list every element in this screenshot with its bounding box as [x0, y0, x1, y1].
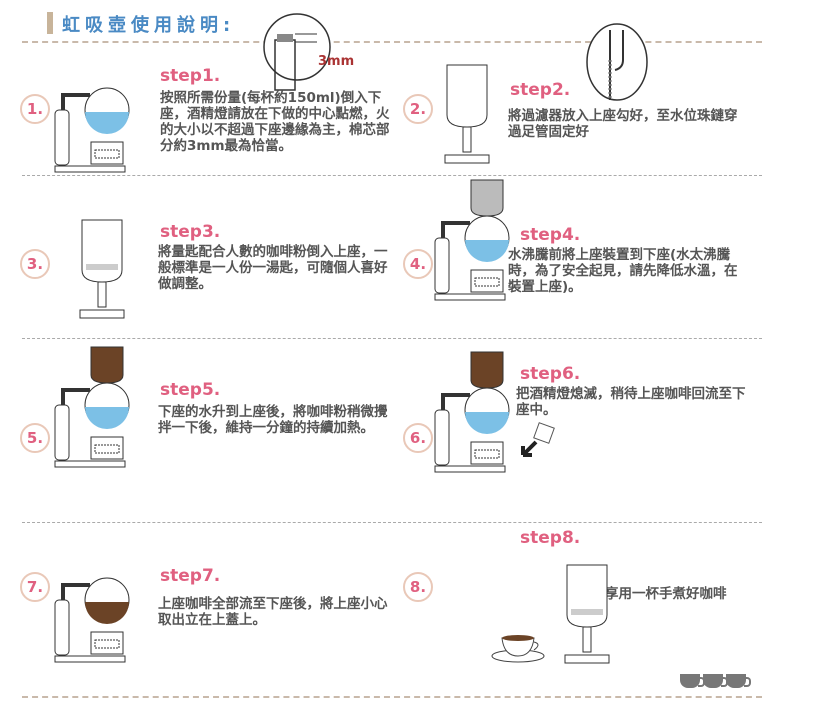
- step-label: step5.: [160, 380, 221, 400]
- siphon-illustration: [444, 64, 490, 164]
- lid-arrow-icon: [521, 422, 555, 457]
- step-instructions: 把酒精燈熄滅，稍待上座咖啡回流至下座中。: [516, 386, 746, 418]
- siphon-illustration: [54, 346, 130, 468]
- divider: [22, 41, 762, 43]
- step-number-badge: 2.: [403, 94, 433, 124]
- step-number-badge: 6.: [403, 423, 433, 453]
- step-number-badge: 4.: [403, 249, 433, 279]
- step-instructions: 下座的水升到上座後，將咖啡粉稍微攪拌一下後，維持一分鐘的持續加熱。: [158, 404, 388, 436]
- siphon-illustration: [564, 564, 610, 664]
- step-instructions: 上座咖啡全部流至下座後，將上座小心取出立在上蓋上。: [158, 596, 388, 628]
- step-label: step6.: [520, 364, 581, 384]
- cup-icon: [680, 674, 705, 688]
- siphon-illustration: [434, 351, 510, 473]
- step-label: step4.: [520, 225, 581, 245]
- step-number-badge: 5.: [20, 423, 50, 453]
- divider: [22, 338, 762, 339]
- coffee-cup-icon: [491, 635, 545, 663]
- wick-height-label: 3mm: [318, 54, 355, 69]
- step-label: step7.: [160, 566, 221, 586]
- divider: [22, 696, 762, 698]
- step-label: step8.: [520, 528, 581, 548]
- divider: [22, 522, 762, 523]
- step-number-badge: 8.: [403, 572, 433, 602]
- step-instructions: 享用一杯手煮好咖啡: [605, 586, 727, 602]
- cup-icon: [726, 674, 751, 688]
- siphon-illustration: [434, 179, 510, 301]
- siphon-illustration: [54, 87, 130, 173]
- step-label: step2.: [510, 80, 571, 100]
- step-label: step3.: [160, 222, 221, 242]
- siphon-illustration: [79, 219, 125, 319]
- cup-icon: [703, 674, 728, 688]
- decorative-cups: [680, 674, 751, 688]
- step-instructions: 水沸騰前將上座裝置到下座(水太沸騰時，為了安全起見，請先降低水溫，在裝置上座)。: [508, 247, 738, 295]
- filter-chain-detail-icon: [586, 23, 648, 101]
- step-number-badge: 1.: [20, 94, 50, 124]
- divider: [22, 175, 762, 176]
- step-number-badge: 3.: [20, 249, 50, 279]
- step-instructions: 按照所需份量(每杯約150ml)倒入下座，酒精燈請放在下做的中心點燃，火的大小以…: [160, 90, 390, 154]
- step-instructions: 將過濾器放入上座勾好，至水位珠鏈穿過足管固定好: [508, 108, 738, 140]
- step-number-badge: 7.: [20, 572, 50, 602]
- step-instructions: 將量匙配合人數的咖啡粉倒入上座，一般標準是一人份一湯匙，可隨個人喜好做調整。: [158, 244, 388, 292]
- page-title: 虹吸壺使用說明:: [62, 15, 236, 36]
- title-accent-bar: [47, 12, 53, 34]
- wick-detail-icon: [263, 13, 331, 91]
- siphon-illustration: [54, 577, 130, 663]
- step-label: step1.: [160, 66, 221, 86]
